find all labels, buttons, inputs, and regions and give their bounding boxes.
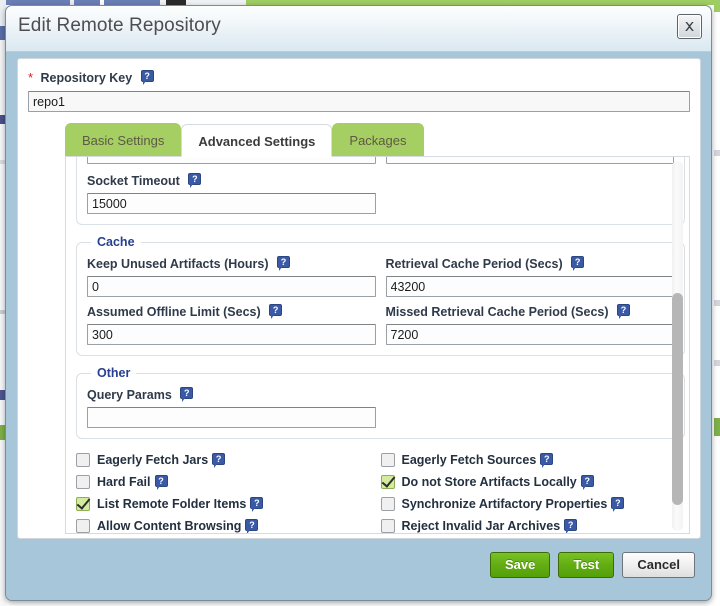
test-button[interactable]: Test xyxy=(558,552,615,578)
clipped-input-left[interactable] xyxy=(87,157,376,164)
background-left-strip xyxy=(0,0,6,606)
checkbox-label-reject-invalid-jar-archives: Reject Invalid Jar Archives xyxy=(401,519,561,533)
checkbox-eagerly-fetch-sources[interactable] xyxy=(380,453,395,467)
checkbox-hard-fail[interactable] xyxy=(76,475,90,489)
socket-timeout-spacer xyxy=(386,172,675,214)
dialog-footer: Save Test Cancel xyxy=(6,539,711,600)
repository-key-label: Repository Key xyxy=(40,70,133,85)
close-icon[interactable] xyxy=(677,14,702,39)
query-params-input[interactable] xyxy=(87,407,376,428)
checkbox-row-eagerly-fetch-sources[interactable]: Eagerly Fetch Sources xyxy=(380,449,686,471)
checkbox-column-left: Eagerly Fetch Jars Hard Fail List Remote… xyxy=(76,449,381,533)
missed-retrieval-cache-period-input[interactable] xyxy=(385,324,674,345)
other-group: Other Query Params xyxy=(76,366,685,439)
advanced-settings-scroll-region: Socket Timeout Cache Keep Unus xyxy=(66,157,689,533)
checkbox-synchronize-artifactory-properties[interactable] xyxy=(380,497,395,511)
checkbox-label-do-not-store-artifacts-locally: Do not Store Artifacts Locally xyxy=(401,475,577,489)
retrieval-cache-period-label: Retrieval Cache Period (Secs) xyxy=(385,256,563,271)
missed-retrieval-cache-period-label: Missed Retrieval Cache Period (Secs) xyxy=(385,304,609,319)
repository-key-input[interactable] xyxy=(28,91,690,112)
tab-packages[interactable]: Packages xyxy=(332,123,424,156)
checkbox-label-eagerly-fetch-sources: Eagerly Fetch Sources xyxy=(401,453,537,467)
other-group-legend: Other xyxy=(97,366,131,380)
checkbox-row-reject-invalid-jar-archives[interactable]: Reject Invalid Jar Archives xyxy=(380,515,686,533)
clipped-input-right[interactable] xyxy=(385,157,674,164)
help-question-icon[interactable] xyxy=(154,474,168,490)
checkbox-label-synchronize-artifactory-properties: Synchronize Artifactory Properties xyxy=(401,497,608,511)
checkbox-do-not-store-artifacts-locally[interactable] xyxy=(380,475,395,489)
dialog-content-panel: * Repository Key Basic SettingsAdvanced … xyxy=(17,58,701,539)
query-params-field: Query Params xyxy=(87,386,376,428)
feature-checkbox-grid: Eagerly Fetch Jars Hard Fail List Remote… xyxy=(76,449,686,533)
help-question-icon[interactable] xyxy=(616,304,630,320)
dialog-footer-buttons: Save Test Cancel xyxy=(489,552,695,578)
help-question-icon[interactable] xyxy=(571,256,585,272)
cancel-button[interactable]: Cancel xyxy=(622,552,695,578)
vertical-scrollbar[interactable] xyxy=(672,161,683,531)
checkbox-column-right: Eagerly Fetch Sources Do not Store Artif… xyxy=(380,449,686,533)
keep-unused-artifacts-label: Keep Unused Artifacts (Hours) xyxy=(87,256,269,271)
checkbox-reject-invalid-jar-archives[interactable] xyxy=(380,519,395,533)
help-question-icon[interactable] xyxy=(611,496,625,512)
vertical-scrollbar-thumb[interactable] xyxy=(672,293,683,505)
help-question-icon[interactable] xyxy=(188,173,202,189)
help-question-icon[interactable] xyxy=(245,518,259,533)
help-question-icon[interactable] xyxy=(180,387,194,403)
checkbox-eagerly-fetch-jars[interactable] xyxy=(76,453,90,467)
repository-key-field-row: * Repository Key xyxy=(18,59,700,112)
background-right-strip xyxy=(714,0,720,606)
help-question-icon[interactable] xyxy=(140,70,154,86)
help-question-icon[interactable] xyxy=(276,256,290,272)
checkbox-label-eagerly-fetch-jars: Eagerly Fetch Jars xyxy=(97,453,209,467)
checkbox-list-remote-folder-items[interactable] xyxy=(76,497,90,511)
help-question-icon[interactable] xyxy=(269,304,283,320)
help-question-icon[interactable] xyxy=(564,518,578,533)
checkbox-label-list-remote-folder-items: List Remote Folder Items xyxy=(97,497,247,511)
checkbox-row-do-not-store-artifacts-locally[interactable]: Do not Store Artifacts Locally xyxy=(380,471,686,493)
tab-advanced-settings[interactable]: Advanced Settings xyxy=(181,124,333,157)
help-question-icon[interactable] xyxy=(580,474,594,490)
dialog-title: Edit Remote Repository xyxy=(18,15,221,36)
assumed-offline-limit-label: Assumed Offline Limit (Secs) xyxy=(87,304,261,319)
assumed-offline-limit-input[interactable] xyxy=(87,324,376,345)
advanced-settings-panel: Socket Timeout Cache Keep Unus xyxy=(65,156,690,534)
checkbox-label-hard-fail: Hard Fail xyxy=(97,475,151,489)
other-group-spacer xyxy=(386,386,675,428)
socket-timeout-field: Socket Timeout xyxy=(87,172,376,214)
help-question-icon[interactable] xyxy=(540,452,554,468)
checkbox-row-list-remote-folder-items[interactable]: List Remote Folder Items xyxy=(76,493,381,515)
cache-group-legend: Cache xyxy=(97,235,135,249)
checkbox-allow-content-browsing[interactable] xyxy=(76,519,90,533)
checkbox-row-eagerly-fetch-jars[interactable]: Eagerly Fetch Jars xyxy=(76,449,381,471)
socket-timeout-input[interactable] xyxy=(87,193,376,214)
checkbox-label-allow-content-browsing: Allow Content Browsing xyxy=(97,519,242,533)
help-question-icon[interactable] xyxy=(212,452,226,468)
checkbox-row-hard-fail[interactable]: Hard Fail xyxy=(76,471,381,493)
background-top-strip xyxy=(0,0,720,5)
required-marker: * xyxy=(28,70,34,85)
dialog-title-bar: Edit Remote Repository xyxy=(6,6,711,52)
edit-remote-repository-dialog: Edit Remote Repository * Repository Key … xyxy=(5,5,712,601)
query-params-label: Query Params xyxy=(87,387,172,402)
retrieval-cache-period-field: Retrieval Cache Period (Secs) xyxy=(385,255,674,297)
missed-retrieval-cache-period-field: Missed Retrieval Cache Period (Secs) xyxy=(385,303,674,345)
assumed-offline-limit-field: Assumed Offline Limit (Secs) xyxy=(87,303,376,345)
checkbox-row-allow-content-browsing[interactable]: Allow Content Browsing xyxy=(76,515,381,533)
save-button[interactable]: Save xyxy=(489,552,551,578)
keep-unused-artifacts-field: Keep Unused Artifacts (Hours) xyxy=(87,255,376,297)
help-question-icon[interactable] xyxy=(250,496,264,512)
clipped-inputs-row xyxy=(87,157,674,164)
retrieval-cache-period-input[interactable] xyxy=(385,276,674,297)
cache-group: Cache Keep Unused Artifacts (Hours) Assu… xyxy=(76,235,685,356)
checkbox-row-synchronize-artifactory-properties[interactable]: Synchronize Artifactory Properties xyxy=(380,493,686,515)
network-group-clipped: Socket Timeout xyxy=(76,157,685,225)
socket-timeout-label: Socket Timeout xyxy=(87,173,180,188)
tab-basic-settings[interactable]: Basic Settings xyxy=(65,123,182,156)
keep-unused-artifacts-input[interactable] xyxy=(87,276,376,297)
